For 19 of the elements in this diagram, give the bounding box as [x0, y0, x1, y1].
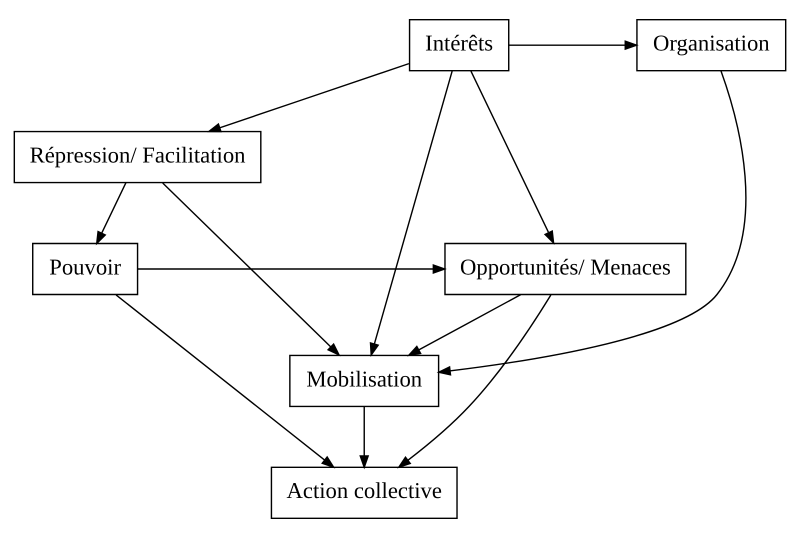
arrow [138, 264, 447, 274]
arrow [508, 40, 639, 50]
node-box: Action collective [270, 466, 458, 520]
arrow [397, 294, 552, 468]
node-box: Organisation [636, 18, 786, 72]
arrow [359, 406, 370, 470]
node-box: Répression/ Facilitation [14, 130, 262, 184]
arrow [436, 70, 747, 376]
arrow [470, 70, 554, 245]
node-box: Pouvoir [32, 242, 138, 296]
node-box: Mobilisation [289, 354, 440, 408]
arrow [206, 62, 410, 132]
node-box: Opportunités/ Menaces [444, 242, 687, 296]
arrow [96, 182, 127, 246]
arrow [406, 294, 522, 356]
node-box: Intérêts [408, 18, 510, 72]
arrow [162, 182, 341, 356]
arrow [370, 70, 453, 358]
arrow [116, 294, 336, 468]
